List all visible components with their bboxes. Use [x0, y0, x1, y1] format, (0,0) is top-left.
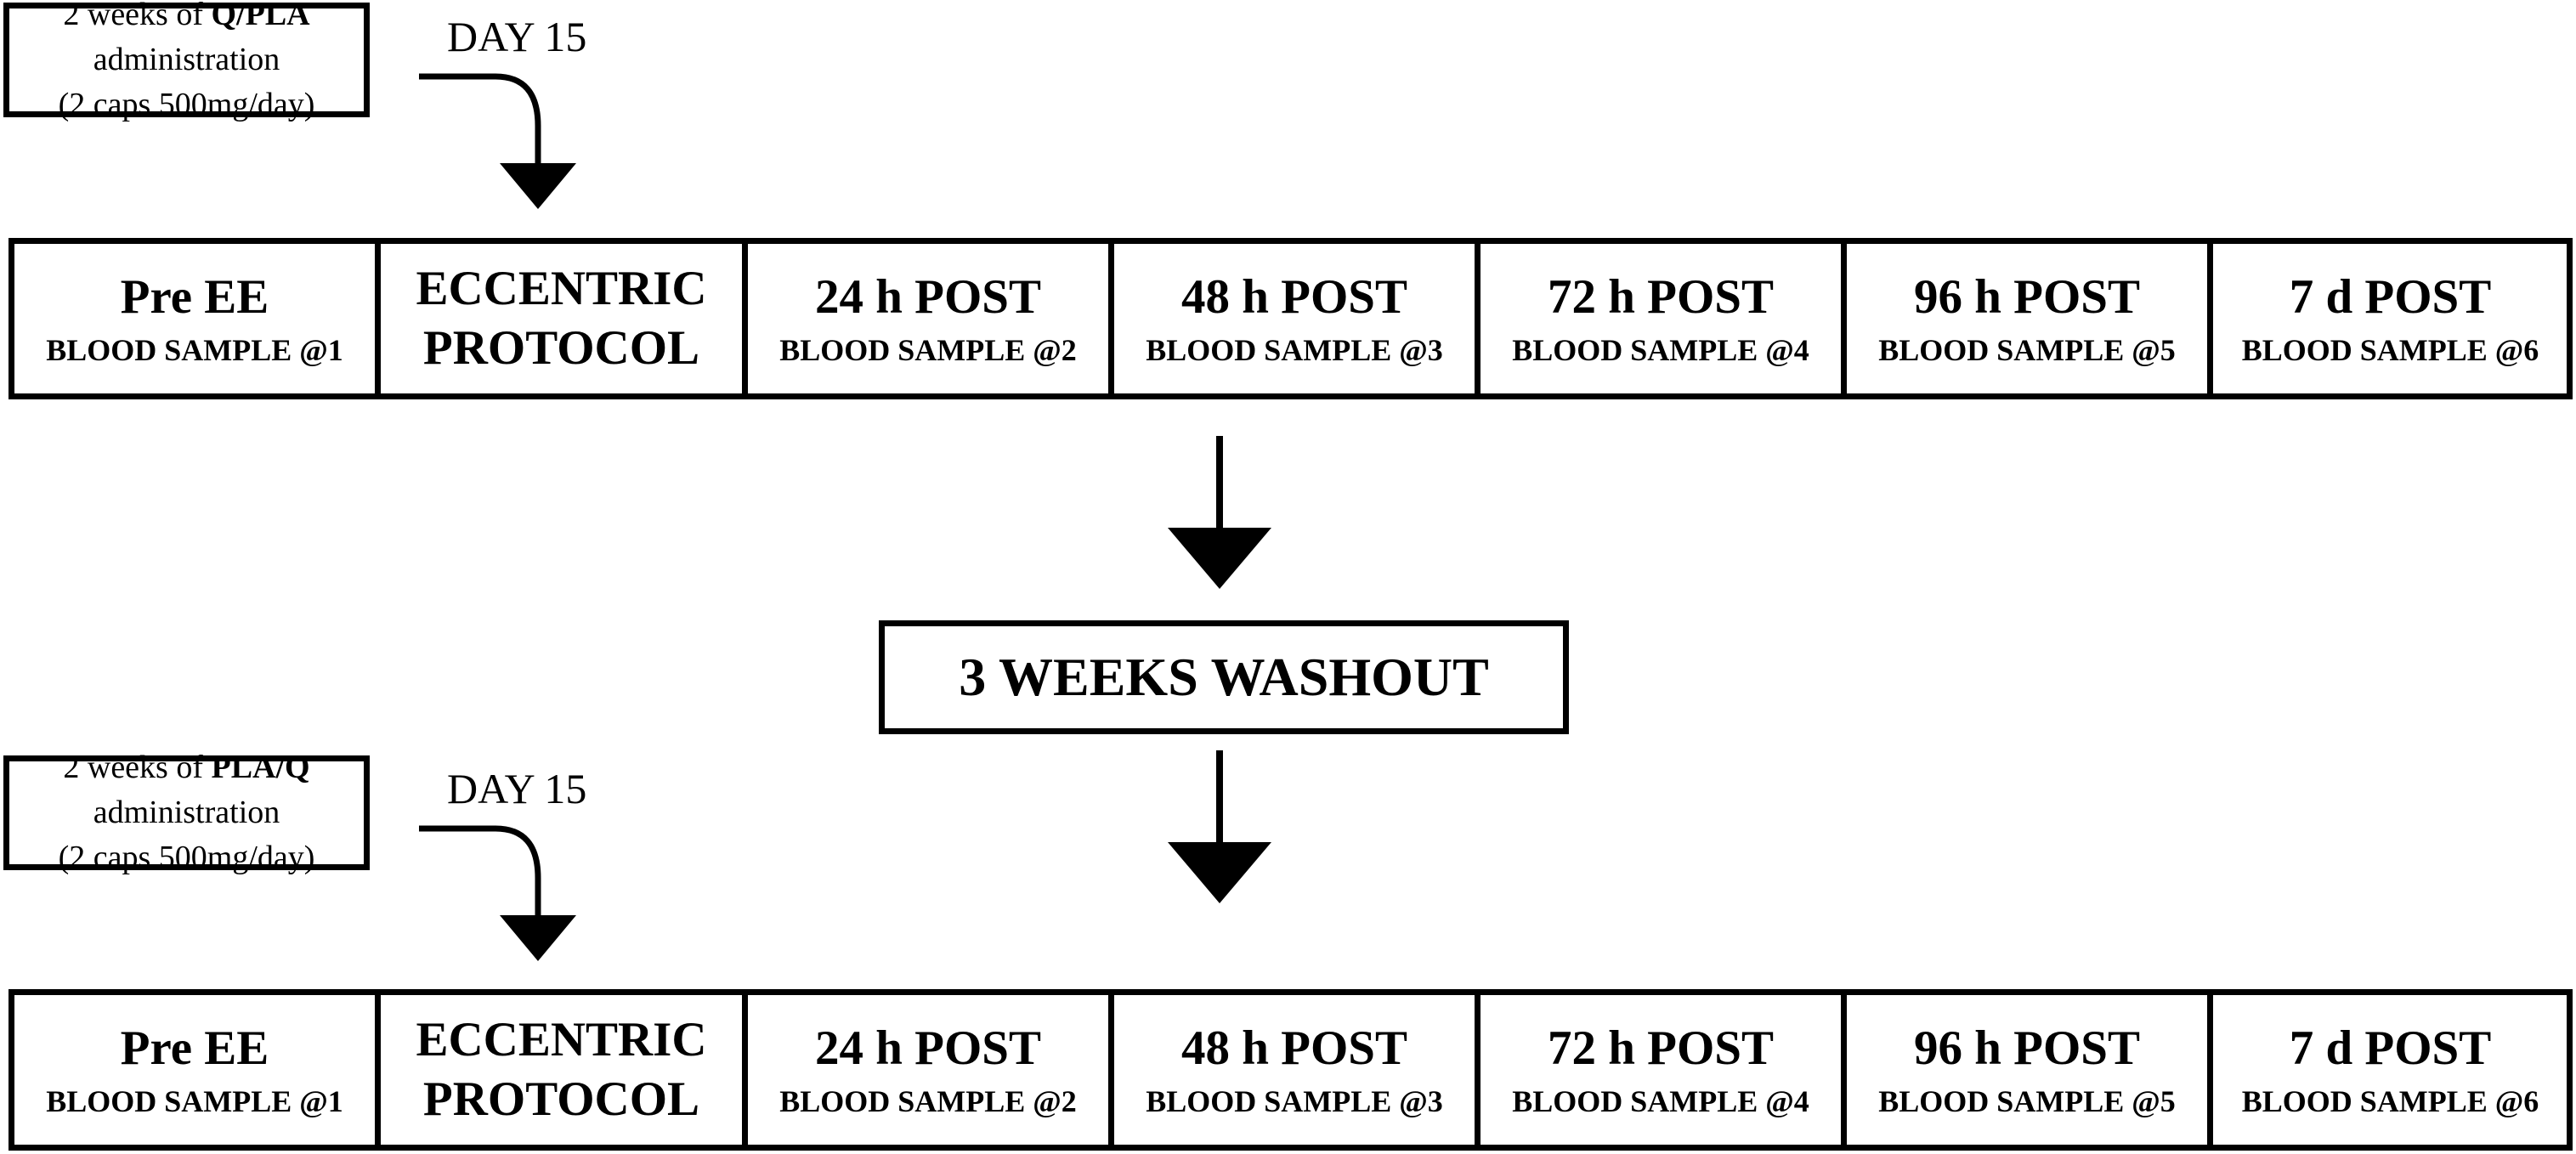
bottom-curved-arrow-icon — [419, 825, 576, 961]
step-label: 96 h POST — [1913, 270, 2141, 324]
top-administration-box: 2 weeks of Q/PLA administration (2 caps … — [3, 0, 370, 122]
timeline-step-96h-post: 96 h POST BLOOD SAMPLE @5 — [1847, 244, 2213, 393]
step-sample: BLOOD SAMPLE @2 — [779, 333, 1077, 367]
step-sample: BLOOD SAMPLE @4 — [1512, 333, 1809, 367]
timeline-step-7d-post: 7 d POST BLOOD SAMPLE @6 — [2213, 244, 2568, 393]
step-label: 48 h POST — [1180, 270, 1408, 324]
step-sample: BLOOD SAMPLE @5 — [1878, 1084, 2176, 1118]
step-sample: BLOOD SAMPLE @6 — [2241, 1084, 2539, 1118]
down-arrow-icon-2 — [1168, 750, 1271, 903]
bottom-day-label: DAY 15 — [447, 765, 587, 812]
step-sample: BLOOD SAMPLE @3 — [1146, 1084, 1443, 1118]
top-day-label: DAY 15 — [447, 13, 587, 60]
step-label: ECCENTRIC PROTOCOL — [416, 1013, 707, 1126]
step-label: Pre EE — [120, 270, 269, 324]
washout-box: 3 WEEKS WASHOUT — [879, 620, 1569, 734]
timeline-step-96h-post: 96 h POST BLOOD SAMPLE @5 — [1847, 995, 2213, 1145]
step-sample: BLOOD SAMPLE @1 — [46, 1084, 343, 1118]
timeline-step-eccentric-protocol: ECCENTRIC PROTOCOL — [381, 995, 748, 1145]
timeline-step-48h-post: 48 h POST BLOOD SAMPLE @3 — [1114, 244, 1480, 393]
step-sample: BLOOD SAMPLE @5 — [1878, 333, 2176, 367]
step-sample: BLOOD SAMPLE @4 — [1512, 1084, 1809, 1118]
timeline-step-72h-post: 72 h POST BLOOD SAMPLE @4 — [1480, 244, 1847, 393]
timeline-step-pre-ee: Pre EE BLOOD SAMPLE @1 — [14, 244, 381, 393]
top-timeline: Pre EE BLOOD SAMPLE @1 ECCENTRIC PROTOCO… — [8, 238, 2573, 399]
bottom-timeline: Pre EE BLOOD SAMPLE @1 ECCENTRIC PROTOCO… — [8, 989, 2573, 1151]
timeline-step-eccentric-protocol: ECCENTRIC PROTOCOL — [381, 244, 748, 393]
admin-line-2: administration — [93, 795, 280, 830]
admin-line-3: (2 caps 500mg/day) — [58, 840, 315, 875]
admin-line-1: 2 weeks of PLA/Q — [63, 750, 310, 785]
step-label: 7 d POST — [2289, 1021, 2492, 1075]
step-sample: BLOOD SAMPLE @1 — [46, 333, 343, 367]
admin-line-2: administration — [93, 42, 280, 77]
step-label: 24 h POST — [814, 1021, 1042, 1075]
timeline-step-48h-post: 48 h POST BLOOD SAMPLE @3 — [1114, 995, 1480, 1145]
step-label: 48 h POST — [1180, 1021, 1408, 1075]
timeline-step-7d-post: 7 d POST BLOOD SAMPLE @6 — [2213, 995, 2568, 1145]
step-sample: BLOOD SAMPLE @2 — [779, 1084, 1077, 1118]
step-sample: BLOOD SAMPLE @6 — [2241, 333, 2539, 367]
step-label: 72 h POST — [1547, 270, 1775, 324]
step-sample: BLOOD SAMPLE @3 — [1146, 333, 1443, 367]
step-label: 24 h POST — [814, 270, 1042, 324]
timeline-step-72h-post: 72 h POST BLOOD SAMPLE @4 — [1480, 995, 1847, 1145]
step-label: 72 h POST — [1547, 1021, 1775, 1075]
step-label: Pre EE — [120, 1021, 269, 1075]
timeline-step-pre-ee: Pre EE BLOOD SAMPLE @1 — [14, 995, 381, 1145]
step-label: 7 d POST — [2289, 270, 2492, 324]
step-label: 96 h POST — [1913, 1021, 2141, 1075]
admin-line-1: 2 weeks of Q/PLA — [63, 0, 310, 32]
down-arrow-icon-1 — [1168, 436, 1271, 589]
timeline-step-24h-post: 24 h POST BLOOD SAMPLE @2 — [748, 995, 1114, 1145]
admin-line-3: (2 caps 500mg/day) — [58, 87, 315, 122]
top-curved-arrow-icon — [419, 73, 576, 209]
step-label: ECCENTRIC PROTOCOL — [416, 262, 707, 375]
timeline-step-24h-post: 24 h POST BLOOD SAMPLE @2 — [748, 244, 1114, 393]
bottom-administration-box: 2 weeks of PLA/Q administration (2 caps … — [3, 750, 370, 875]
